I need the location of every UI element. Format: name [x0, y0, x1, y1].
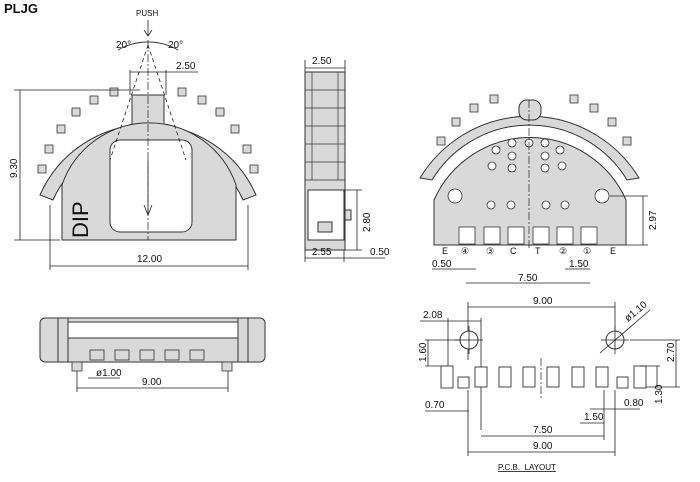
side-view: 2.50 2.80 2.55 0.50 [304, 56, 390, 262]
dim-hole-1-10: ø1.10 [623, 299, 650, 324]
dim-9-00-pcb: 9.00 [533, 441, 553, 452]
front-view: DIP PUSH 20° 20° 2.50 9.30 12.00 [9, 9, 259, 270]
pin-label-3: ③ [486, 246, 494, 256]
dim-hole-1-00: ø1.00 [96, 368, 122, 379]
knob-teeth [37, 87, 259, 174]
angle-left-label: 20° [116, 40, 131, 51]
dim-2-80: 2.80 [362, 212, 373, 232]
dip-marking: DIP [68, 201, 93, 238]
dim-2-50-side: 2.50 [312, 56, 332, 67]
drawing-title: PLJG [4, 1, 38, 16]
pin-label-2: ② [559, 246, 567, 256]
dim-9-00-bottom: 9.00 [142, 377, 162, 388]
dim-1-50-rear: 1.50 [569, 259, 589, 270]
push-arrow-icon [143, 20, 153, 37]
dim-0-50-side: 0.50 [370, 247, 390, 258]
dim-2-55: 2.55 [312, 247, 332, 258]
dim-0-50-rear: 0.50 [432, 259, 452, 270]
pin-label-e-left: E [442, 246, 448, 256]
pin-label-e-right: E [610, 246, 616, 256]
push-label: PUSH [136, 9, 158, 18]
dim-9-30: 9.30 [9, 158, 20, 178]
pcb-layout-caption: P.C.B. LAYOUT [498, 463, 556, 472]
dim-2-50-front: 2.50 [176, 61, 196, 72]
dim-9-00-top: 9.00 [533, 296, 553, 307]
dim-1-60: 1.60 [418, 342, 429, 362]
pin-label-4: ④ [461, 246, 469, 256]
angle-right-label: 20° [168, 40, 183, 51]
dim-7-50-pcb: 7.50 [533, 425, 553, 436]
bottom-view: ø1.00 9.00 [39, 317, 266, 392]
dim-2-70: 2.70 [666, 342, 677, 362]
dim-1-30: 1.30 [654, 384, 665, 404]
dim-0-70: 0.70 [425, 400, 445, 411]
pin-label-c: C [510, 246, 517, 256]
dim-1-50-pcb: 1.50 [584, 412, 604, 423]
dim-0-80: 0.80 [624, 398, 644, 409]
dim-12-00: 12.00 [137, 254, 162, 265]
rear-view: E ④ ③ C T ② ① E 2.97 0.50 1.50 7.50 [419, 94, 659, 284]
window [109, 139, 193, 233]
dim-7-50-rear: 7.50 [518, 273, 538, 284]
dim-2-97: 2.97 [648, 210, 659, 230]
pcb-layout: 9.00 2.08 ø1.10 1.60 2.70 1.30 0.70 0.80… [418, 296, 680, 472]
dim-2-08: 2.08 [423, 310, 443, 321]
pin-label-t: T [535, 246, 541, 256]
pin-label-1: ① [583, 246, 591, 256]
